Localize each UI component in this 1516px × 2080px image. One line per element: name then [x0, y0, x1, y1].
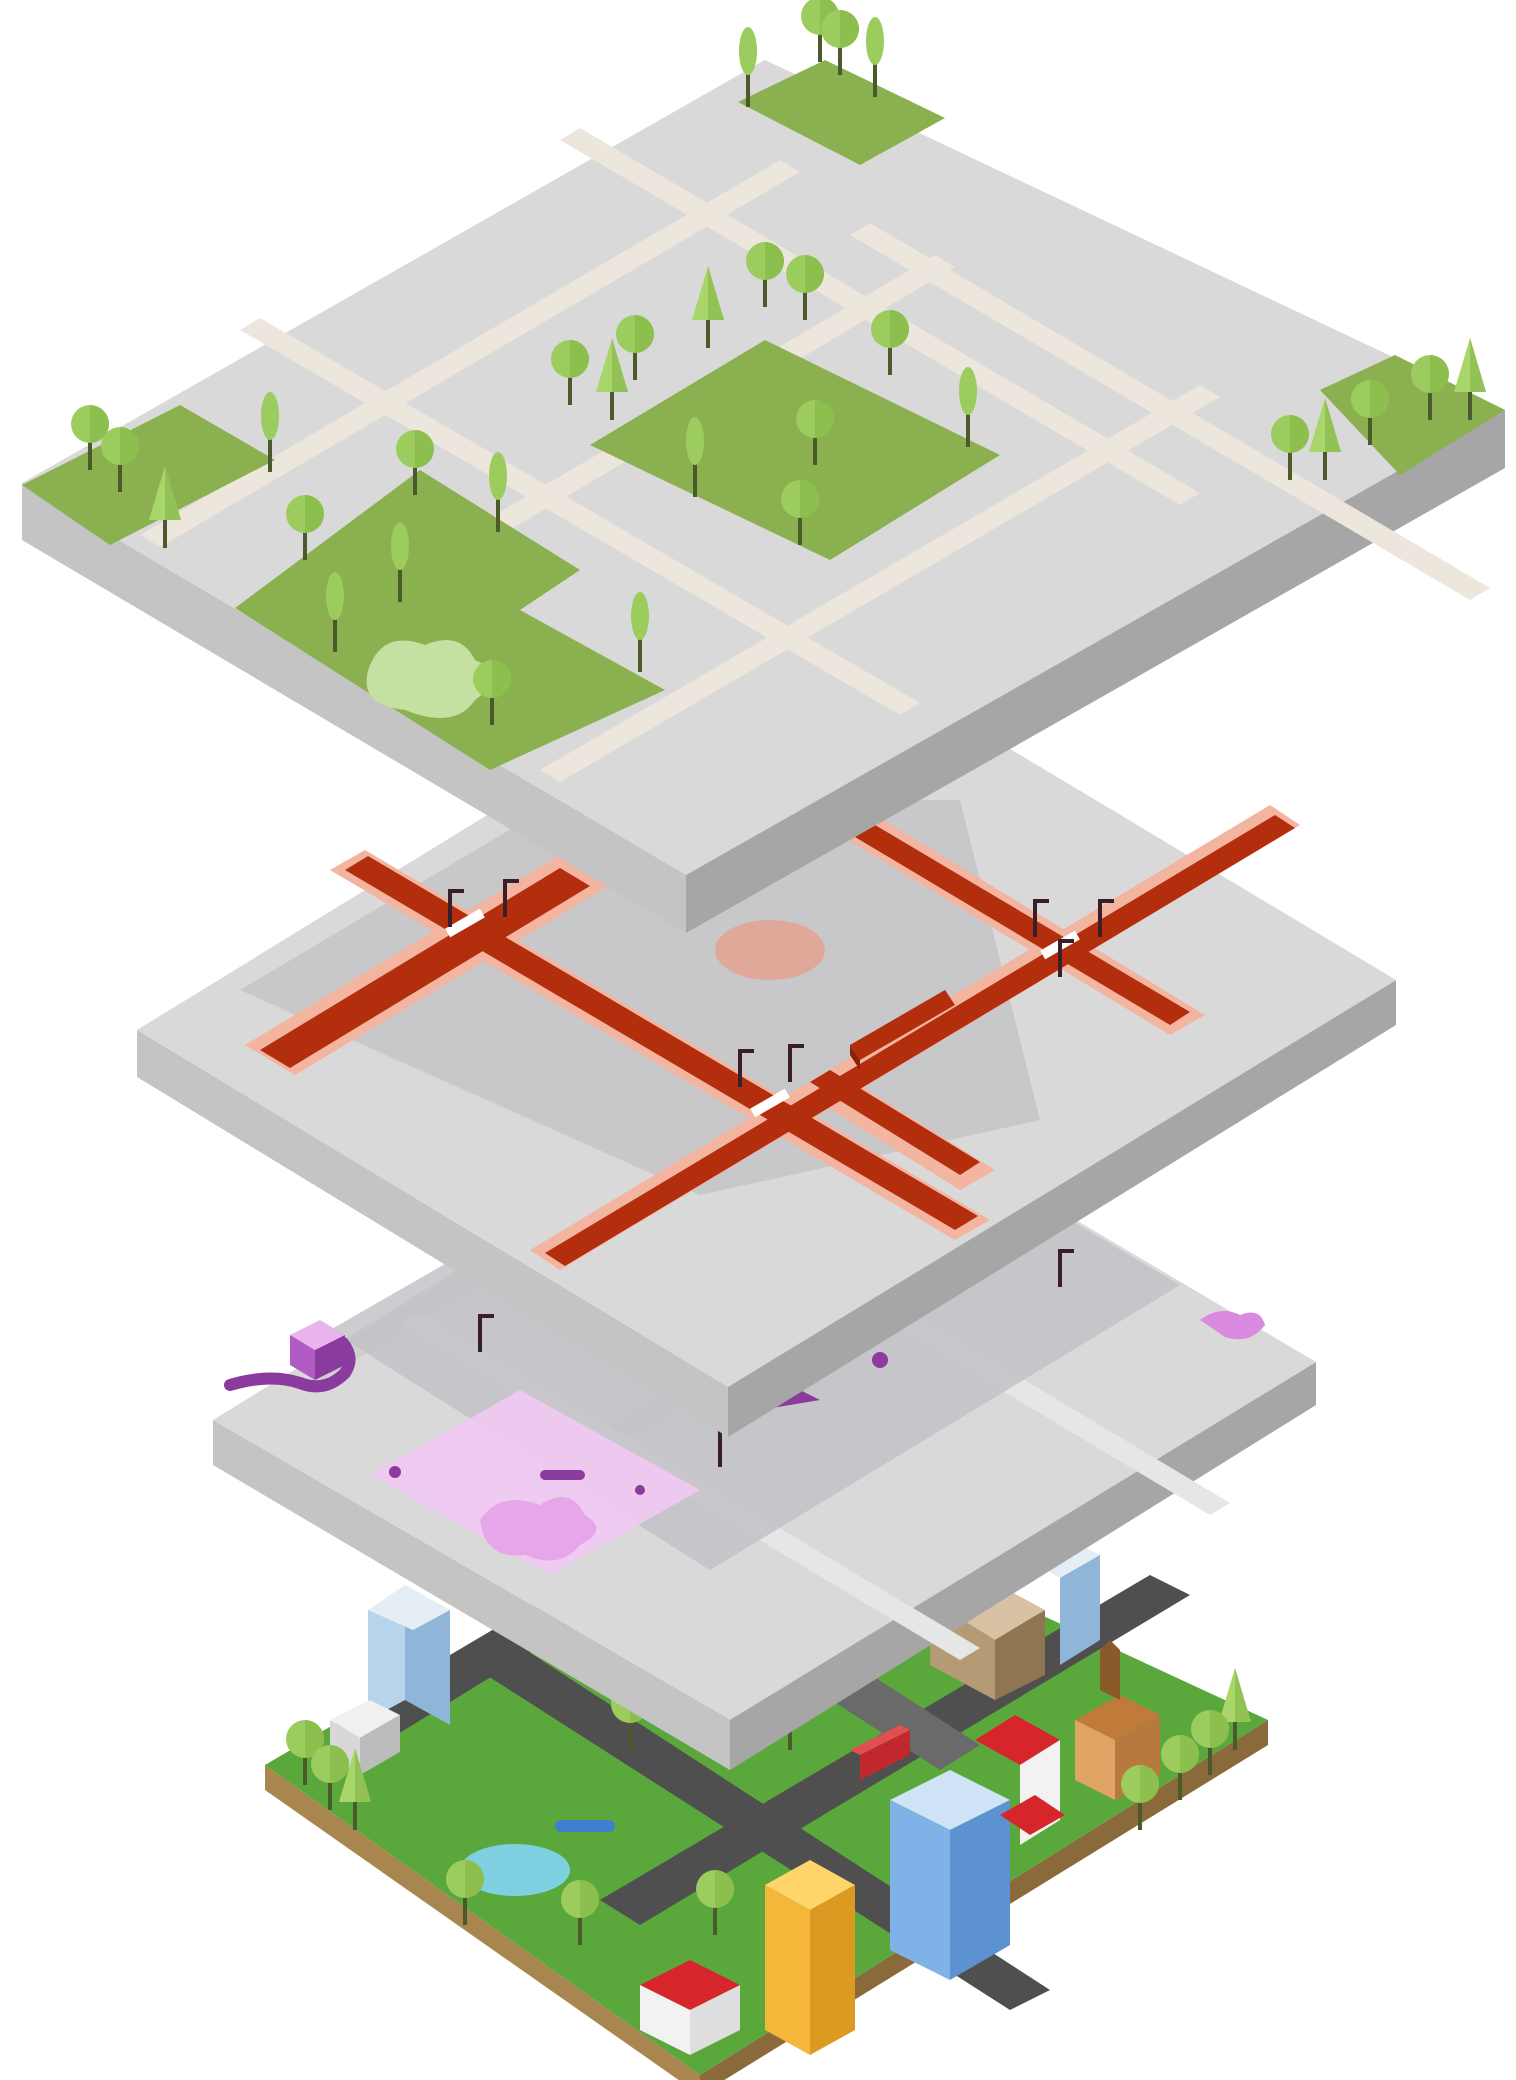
traffic-layer [137, 623, 1396, 1437]
green-space-layer [22, 0, 1505, 933]
